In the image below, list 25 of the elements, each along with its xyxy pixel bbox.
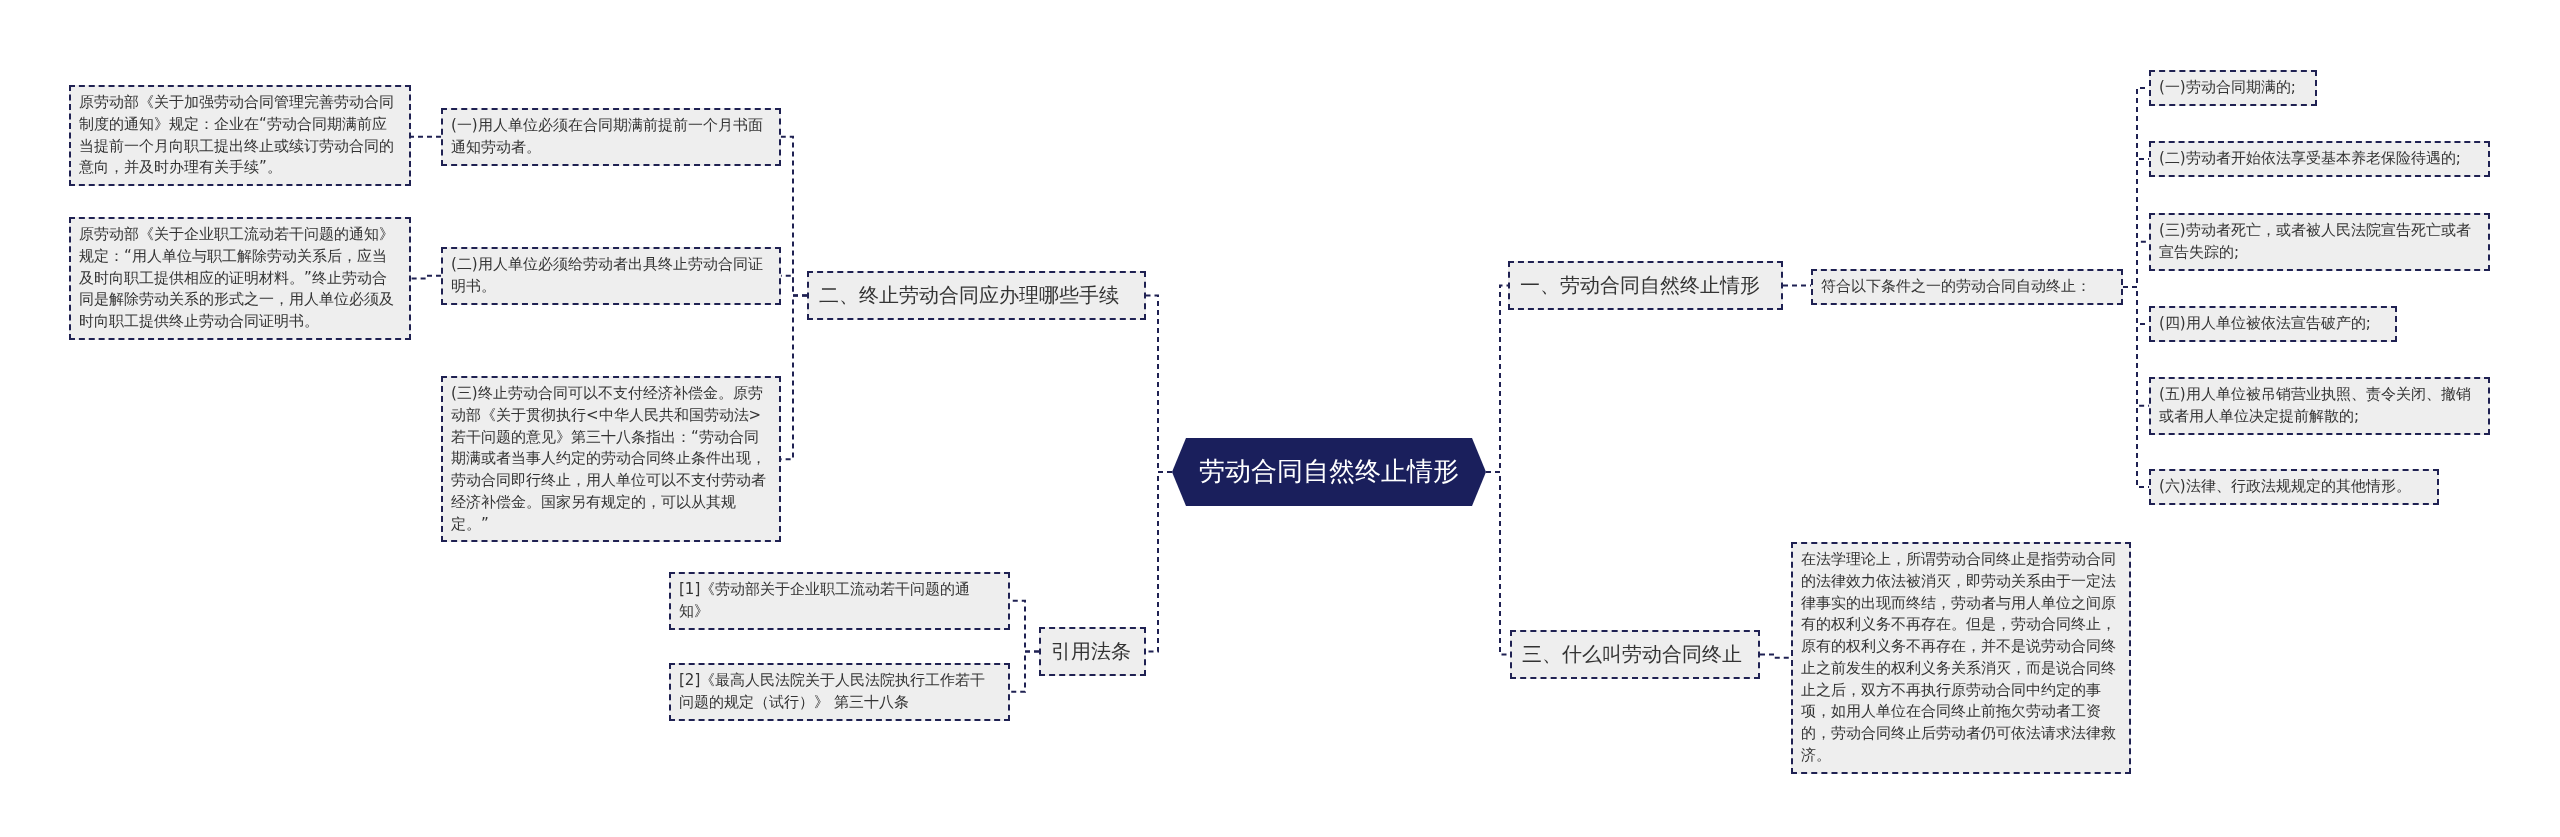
topic-box: (一)用人单位必须在合同期满前提前一个月书面通知劳动者。 [441, 108, 781, 166]
topic-box: (三)劳动者死亡，或者被人民法院宣告死亡或者宣告失踪的; [2149, 213, 2490, 271]
topic-box: 原劳动部《关于企业职工流动若干问题的通知》规定：“用人单位与职工解除劳动关系后，应当及时向职工提供相应的证明材料。”终止劳动合同是解除劳动关系的形式之一，用人单位必须及时向职工提供终止劳动合同证明书。 [69, 217, 411, 340]
topic-box: [2]《最高人民法院关于人民法院执行工作若干问题的规定（试行）》 第三十八条 [669, 663, 1010, 721]
topic-box: (二)劳动者开始依法享受基本养老保险待遇的; [2149, 141, 2490, 177]
connector-line [410, 135, 442, 138]
topic-box: (一)劳动合同期满的; [2149, 70, 2317, 106]
branch-topic: 引用法条 [1039, 627, 1146, 676]
topic-box: [1]《劳动部关于企业职工流动若干问题的通知》 [669, 572, 1010, 630]
topic-box: (四)用人单位被依法宣告破产的; [2149, 306, 2397, 342]
topic-box: 符合以下条件之一的劳动合同自动终止： [1811, 269, 2123, 305]
branch-topic: 二、终止劳动合同应办理哪些手续 [807, 271, 1146, 320]
topic-box: 在法学理论上，所谓劳动合同终止是指劳动合同的法律效力依法被消灭，即劳动关系由于一定法律事实的出现而终结，劳动者与用人单位之间原有的权利义务不再存在。但是，劳动合同终止，原有的权利义务不再存在，并不是说劳动合同终止之前发生的权利义务关系消灭，而是说合同终止之后，双方不再执行原劳动合同中约定的事项，如用人单位在合同终止前拖欠劳动者工资的，劳动合同终止后劳动者仍可依法请求法律救济。 [1791, 542, 2131, 774]
connector-line [410, 274, 442, 280]
connector-line [1009, 650, 1040, 693]
branch-topic: 三、什么叫劳动合同终止 [1510, 630, 1760, 679]
topic-box: 原劳动部《关于加强劳动合同管理完善劳动合同制度的通知》规定：企业在“劳动合同期满前应当提前一个月向职工提出终止或续订劳动合同的意向，并及时办理有关手续”。 [69, 85, 411, 186]
topic-box: (五)用人单位被吊销营业执照、责令关闭、撤销或者用人单位决定提前解散的; [2149, 377, 2490, 435]
connector-line [1759, 653, 1792, 659]
central-topic-hexagon [1172, 438, 1486, 506]
topic-text: 劳动合同自然终止情形 [1199, 455, 1459, 489]
topic-box: (二)用人单位必须给劳动者出具终止劳动合同证明书。 [441, 247, 781, 305]
topic-box: (六)法律、行政法规规定的其他情形。 [2149, 469, 2439, 505]
topic-box: (三)终止劳动合同可以不支付经济补偿金。原劳动部《关于贯彻执行<中华人民共和国劳动法>若干问题的意见》第三十八条指出：“劳动合同期满或者当事人约定的劳动合同终止条件出现，劳动合同即行终止，用人单位可以不支付劳动者经济补偿金。国家另有规定的，可以从其规定。” [441, 376, 781, 543]
branch-topic: 一、劳动合同自然终止情形 [1508, 261, 1783, 310]
